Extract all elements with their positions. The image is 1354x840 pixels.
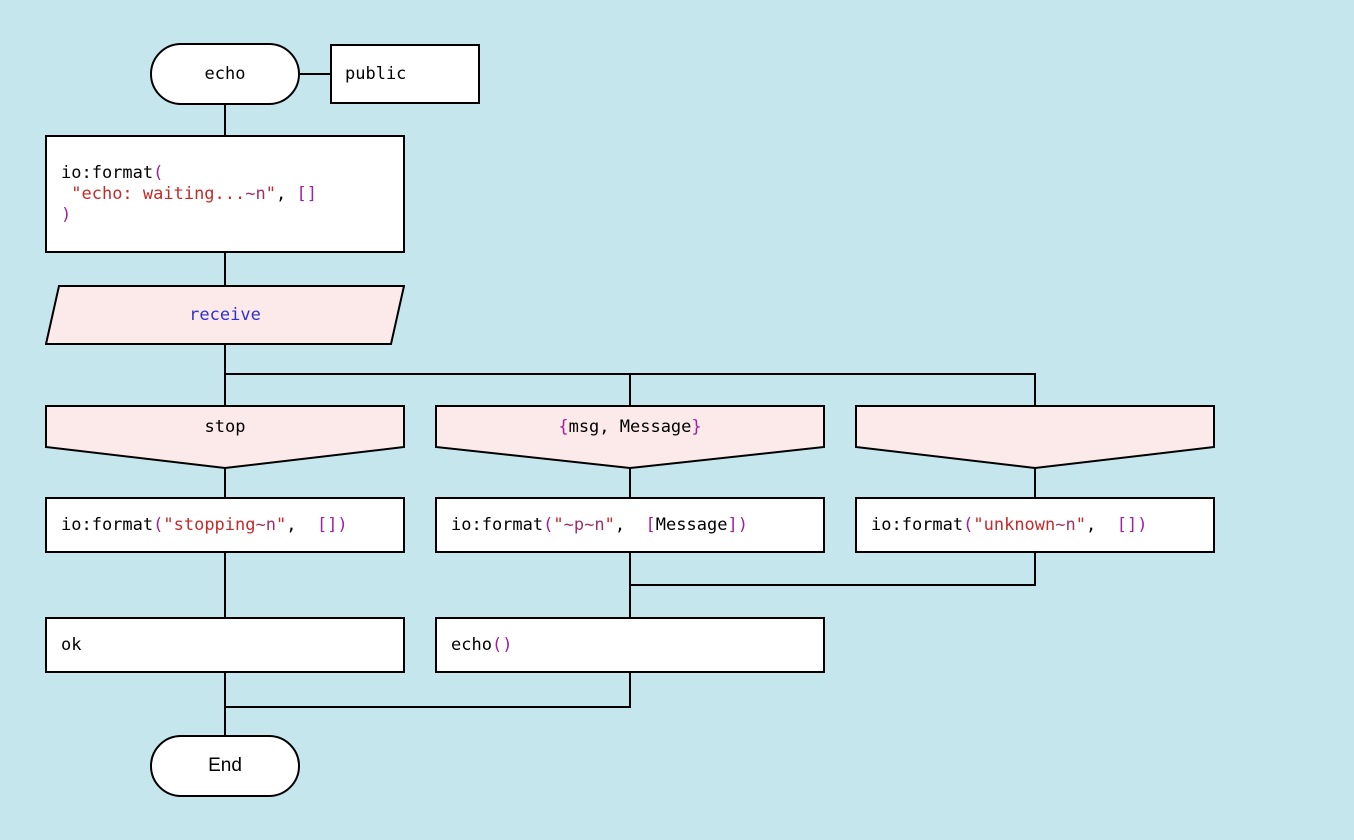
start-node: echo bbox=[150, 43, 300, 105]
connector-format-to-receive bbox=[224, 253, 226, 287]
echo-call-node: echo() bbox=[435, 617, 825, 673]
connector-echocall-down bbox=[629, 673, 631, 708]
visibility-node: public bbox=[330, 44, 480, 104]
connector-msg-to-format bbox=[629, 468, 631, 499]
branch-header-other bbox=[855, 405, 1215, 470]
connector-start-to-format bbox=[224, 105, 226, 137]
connector-split-drop-msg bbox=[629, 373, 631, 407]
format-message-node: io:format("~p~n", [Message]) bbox=[435, 497, 825, 553]
ok-node: ok bbox=[45, 617, 405, 673]
connector-ok-to-end bbox=[224, 673, 226, 737]
start-label: echo bbox=[204, 64, 246, 84]
format-stopping-node: io:format("stopping~n", []) bbox=[45, 497, 405, 553]
end-label: End bbox=[208, 755, 242, 776]
branch-header-stop-label: stop bbox=[204, 416, 246, 437]
connector-bottom-join bbox=[224, 706, 631, 708]
ok-code: ok bbox=[61, 634, 82, 655]
receive-label: receive bbox=[189, 305, 261, 325]
format-unknown-code: io:format("unknown~n", []) bbox=[871, 514, 1148, 535]
branch-header-other-shape bbox=[855, 405, 1215, 470]
format-message-code: io:format("~p~n", [Message]) bbox=[451, 514, 748, 535]
branch-header-msg-label: {msg, Message} bbox=[558, 416, 702, 437]
visibility-label: public bbox=[345, 64, 407, 84]
end-node: End bbox=[150, 735, 300, 797]
connector-stopping-to-ok bbox=[224, 553, 226, 619]
format-stopping-code: io:format("stopping~n", []) bbox=[61, 514, 348, 535]
branch-header-stop: stop bbox=[45, 405, 405, 470]
branch-header-stop-shape bbox=[45, 405, 405, 470]
connector-unknown-join bbox=[629, 584, 1036, 586]
connector-split-drop-other bbox=[1034, 373, 1036, 407]
format-unknown-node: io:format("unknown~n", []) bbox=[855, 497, 1215, 553]
connector-receive-to-split bbox=[224, 345, 226, 407]
branch-header-msg-shape bbox=[435, 405, 825, 470]
connector-start-to-public bbox=[300, 73, 330, 75]
format-waiting-node: io:format( "echo: waiting...~n", []) bbox=[45, 135, 405, 253]
receive-node: receive bbox=[45, 285, 405, 345]
connector-unknown-down bbox=[1034, 553, 1036, 586]
connector-other-to-format bbox=[1034, 468, 1036, 499]
branch-header-msg: {msg, Message} bbox=[435, 405, 825, 470]
branch-header-other-label bbox=[855, 405, 1215, 449]
format-waiting-code: io:format( "echo: waiting...~n", []) bbox=[61, 162, 317, 225]
receive-shape bbox=[45, 285, 405, 345]
echo-call-code: echo() bbox=[451, 634, 513, 655]
connector-stop-to-format bbox=[224, 468, 226, 499]
connector-message-to-echocall bbox=[629, 553, 631, 619]
